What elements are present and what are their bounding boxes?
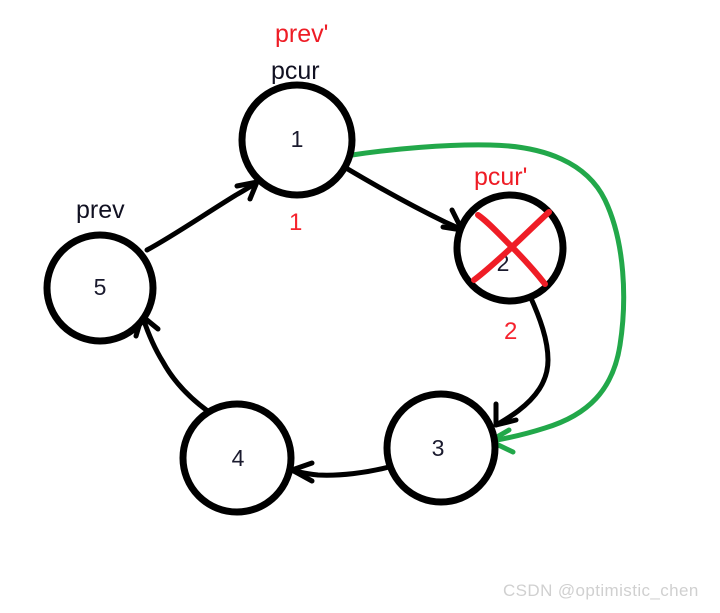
annotation-pcur-new: pcur' (474, 163, 528, 191)
edge-5-to-1 (144, 179, 260, 253)
edge-3-to-4 (289, 460, 392, 484)
annotation-prev-new: prev' (275, 20, 329, 48)
edge-1-to-2 (343, 165, 465, 233)
annotation-prev: prev (76, 196, 125, 224)
edge-2-to-3 (493, 293, 551, 428)
node-4[interactable]: 4 (179, 400, 295, 516)
watermark-text: CSDN @optimistic_chen (503, 581, 699, 600)
node-1-label: 1 (291, 126, 304, 152)
node-5-label: 5 (94, 274, 107, 300)
edge-4-to-5 (133, 313, 212, 415)
node-3-label: 3 (432, 435, 445, 461)
annotation-edge-number-2: 2 (504, 318, 518, 345)
node-3[interactable]: 3 (383, 390, 499, 506)
node-2-strikethrough-icon (471, 209, 552, 287)
node-4-label: 4 (232, 445, 245, 471)
annotation-pcur: pcur (271, 57, 320, 85)
node-1[interactable]: 1 (238, 81, 356, 199)
annotation-edge-number-1: 1 (289, 209, 303, 236)
node-5[interactable]: 5 (43, 231, 157, 345)
